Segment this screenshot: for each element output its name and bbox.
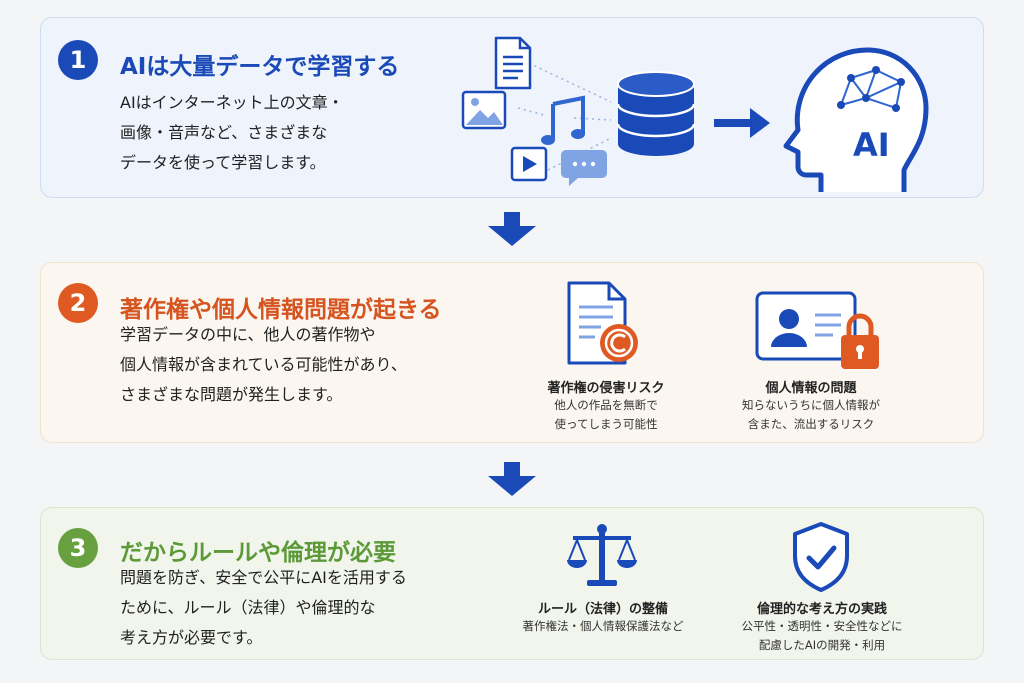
ai-head-icon xyxy=(783,47,929,192)
document-icon xyxy=(494,36,532,90)
image-icon xyxy=(461,90,507,130)
step-2-title: 著作権や個人情報問題が起きる xyxy=(120,297,442,323)
down-arrow-icon xyxy=(488,462,536,496)
step-1-title: AIは大量データで学習する xyxy=(120,54,400,80)
step-2-number: 2 xyxy=(58,283,98,323)
copyright-risk-caption: 著作権の侵害リスク 他人の作品を無断で 使ってしまう可能性 xyxy=(547,381,665,431)
rules-caption: ルール（法律）の整備 著作権法・個人情報保護法など xyxy=(522,602,684,633)
music-icon xyxy=(541,95,585,145)
shield-check-icon xyxy=(793,522,849,592)
step-2-panel: 2 著作権や個人情報問題が起きる 学習データの中に、他人の著作物や 個人情報が含… xyxy=(40,262,984,443)
step-1-body: AIはインターネット上の文章・ 画像・音声など、さまざまな データを使って学習し… xyxy=(120,93,344,172)
data-flow-diagram xyxy=(461,36,929,192)
video-icon xyxy=(510,146,548,182)
step-3-number: 3 xyxy=(58,528,98,568)
step-1-number: 1 xyxy=(58,40,98,80)
step-3-title: だからルールや倫理が必要 xyxy=(120,540,396,566)
database-icon xyxy=(616,71,696,156)
down-arrow-icon xyxy=(488,212,536,246)
step-1-panel: 1 AIは大量データで学習する AIはインターネット上の文章・ 画像・音声など、… xyxy=(40,17,984,198)
chat-icon xyxy=(561,150,607,186)
step-2-body: 学習データの中に、他人の著作物や 個人情報が含まれている可能性があり、 さまざま… xyxy=(120,325,407,404)
personal-info-caption: 個人情報の問題 知らないうちに個人情報が 含また、流出するリスク xyxy=(742,381,880,431)
copyright-document-icon xyxy=(567,281,638,365)
scales-icon xyxy=(567,524,637,586)
arrow-right-icon xyxy=(714,108,770,138)
step-3-body: 問題を防ぎ、安全で公平にAIを活用する ために、ルール（法律）や倫理的な 考え方… xyxy=(120,568,407,647)
step-3-panel: 3 だからルールや倫理が必要 問題を防ぎ、安全で公平にAIを活用する ために、ル… xyxy=(40,507,984,660)
ethics-caption: 倫理的な考え方の実践 公平性・透明性・安全性などに 配慮したAIの開発・利用 xyxy=(741,602,903,652)
id-card-lock-icon xyxy=(755,291,879,369)
ai-label: AI xyxy=(853,126,890,164)
